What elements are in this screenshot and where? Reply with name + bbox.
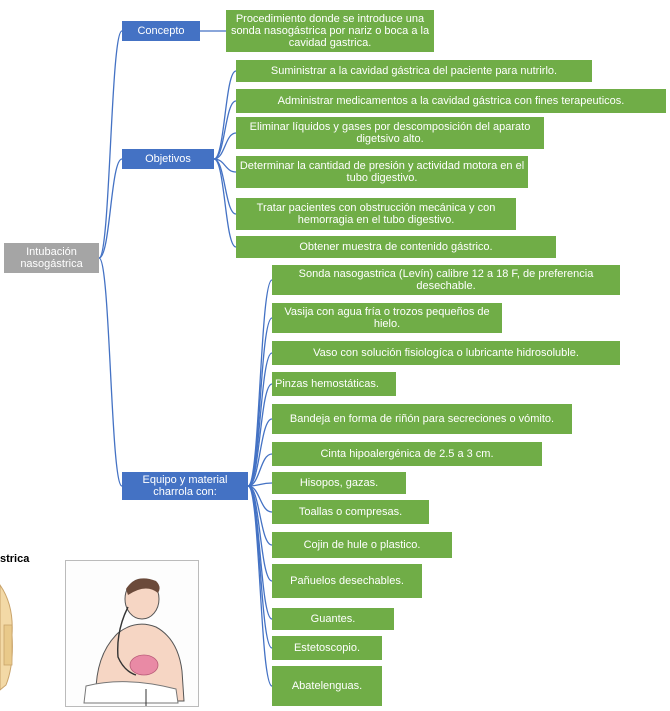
branch-equipo: Equipo y material charrola con: (122, 472, 248, 500)
equipo-item-8: Toallas o compresas. (272, 500, 429, 524)
connector-line (213, 158, 237, 248)
equipo-item-10: Pañuelos desechables. (272, 564, 422, 598)
figure-caption: strica (0, 553, 30, 565)
equipo-item-9: Cojin de hule o plastico. (272, 532, 452, 558)
connector-line (213, 70, 237, 160)
equipo-item-12: Estetoscopio. (272, 636, 382, 660)
equipo-item-5: Bandeja en forma de riñón para secrecion… (272, 404, 572, 434)
equipo-item-3: Vaso con solución fisiologíca o lubrican… (272, 341, 620, 365)
concepto-item-1: Procedimiento donde se introduce una son… (226, 10, 434, 52)
objetivo-item-1: Suministrar a la cavidad gástrica del pa… (236, 60, 592, 82)
objetivo-item-3: Eliminar líquidos y gases por descomposi… (236, 117, 544, 149)
connector-line (98, 30, 123, 259)
connector-line (247, 418, 273, 487)
branch-concepto: Concepto (122, 21, 200, 41)
connector-line (98, 257, 123, 487)
connector-line (98, 158, 123, 259)
objetivo-item-4: Determinar la cantidad de presión y acti… (236, 156, 528, 188)
partial-illustration (0, 584, 13, 691)
connector-line (247, 485, 273, 620)
connector-line (247, 383, 273, 487)
root-node: Intubación nasogástrica (4, 243, 99, 273)
branch-objetivos: Objetivos (122, 149, 214, 169)
connector-line (247, 485, 273, 687)
equipo-item-2: Vasija con agua fría o trozos pequeños d… (272, 303, 502, 333)
objetivo-item-2: Administrar medicamentos a la cavidad gá… (236, 89, 666, 113)
connector-line (247, 317, 273, 487)
equipo-item-11: Guantes. (272, 608, 394, 630)
objetivo-item-5: Tratar pacientes con obstrucción mecánic… (236, 198, 516, 230)
connector-line (247, 453, 273, 487)
connector-line (213, 132, 237, 160)
equipo-item-7: Hisopos, gazas. (272, 472, 406, 494)
equipo-item-13: Abatelenguas. (272, 666, 382, 706)
connector-line (213, 100, 237, 160)
patient-illustration (65, 560, 199, 707)
connector-line (247, 352, 273, 487)
equipo-item-1: Sonda nasogastrica (Levín) calibre 12 a … (272, 265, 620, 295)
equipo-item-4: Pinzas hemostáticas. (272, 372, 396, 396)
equipo-item-6: Cinta hipoalergénica de 2.5 a 3 cm. (272, 442, 542, 466)
connector-line (247, 485, 273, 649)
objetivo-item-6: Obtener muestra de contenido gástrico. (236, 236, 556, 258)
